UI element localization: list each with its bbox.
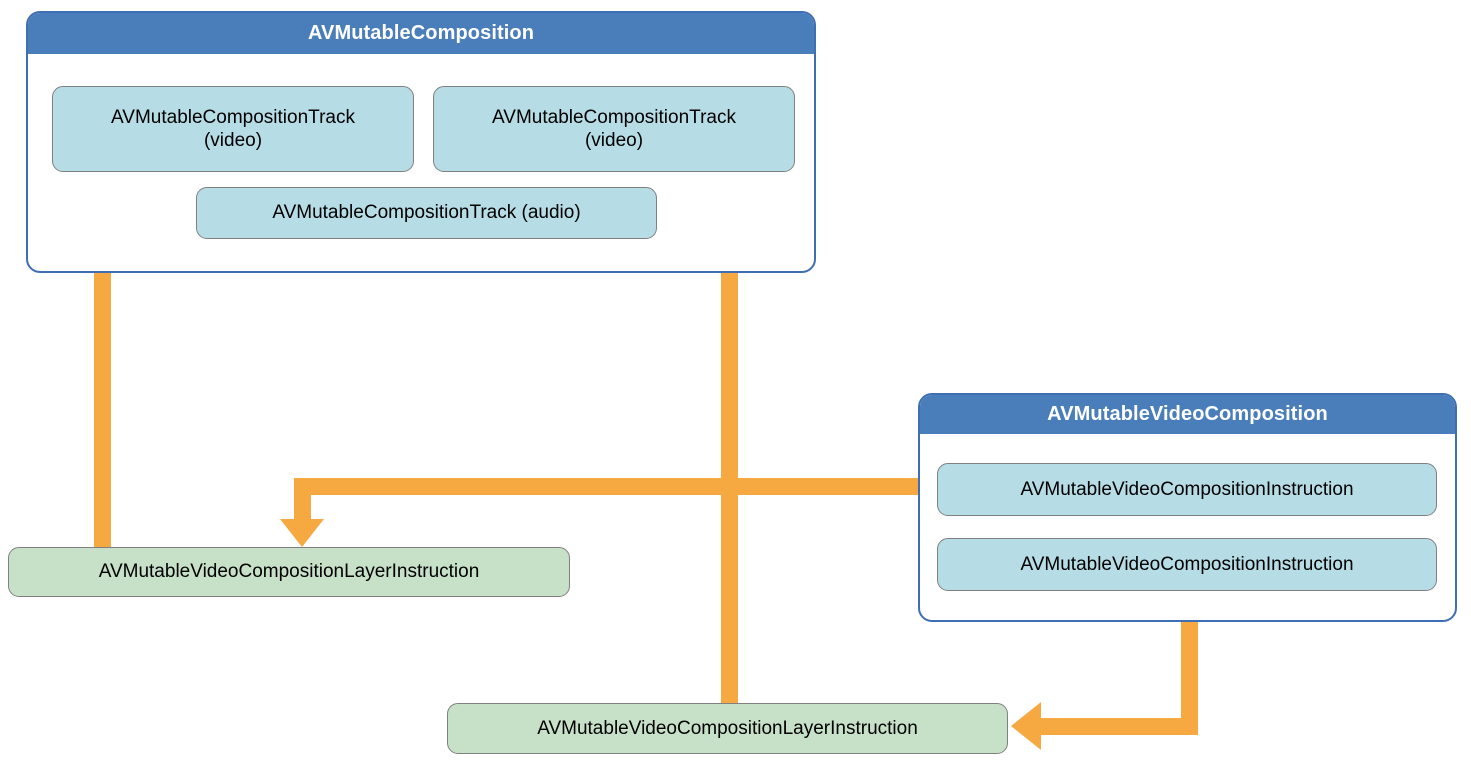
video-composition-instruction-1[interactable]: AVMutableVideoCompositionInstruction <box>937 463 1437 516</box>
arrow-instruction-2-horizontal-shaft <box>1040 718 1198 735</box>
video-composition-layer-instruction-1[interactable]: AVMutableVideoCompositionLayerInstructio… <box>8 547 570 597</box>
composition-track-video-2[interactable]: AVMutableCompositionTrack (video) <box>433 86 795 172</box>
arrow-instruction-1-head-icon <box>280 519 324 547</box>
composition-panel-title: AVMutableComposition <box>28 13 814 54</box>
arrow-instruction-1-horizontal-shaft <box>294 478 940 495</box>
arrow-instruction-2-vertical-shaft <box>1181 589 1198 735</box>
arrow-instruction-1-vertical-shaft <box>294 478 311 524</box>
video-composition-panel[interactable]: AVMutableVideoComposition AVMutableVideo… <box>918 393 1457 622</box>
arrow-instruction-2-head-icon <box>1011 702 1041 750</box>
video-composition-layer-instruction-2[interactable]: AVMutableVideoCompositionLayerInstructio… <box>447 703 1008 754</box>
composition-track-audio[interactable]: AVMutableCompositionTrack (audio) <box>196 187 657 239</box>
video-composition-panel-body: AVMutableVideoCompositionInstruction AVM… <box>920 434 1455 620</box>
composition-panel-body: AVMutableCompositionTrack (video) AVMuta… <box>28 54 814 271</box>
video-composition-instruction-2[interactable]: AVMutableVideoCompositionInstruction <box>937 538 1437 591</box>
composition-track-video-1[interactable]: AVMutableCompositionTrack (video) <box>52 86 414 172</box>
composition-panel[interactable]: AVMutableComposition AVMutableCompositio… <box>26 11 816 273</box>
arrow-layer-instruction-2-shaft <box>721 200 738 712</box>
video-composition-panel-title: AVMutableVideoComposition <box>920 395 1455 434</box>
arrow-layer-instruction-1-shaft <box>94 200 111 560</box>
